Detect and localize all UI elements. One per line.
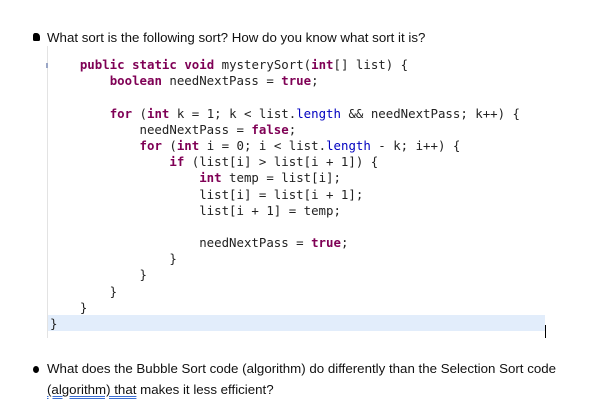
code-text	[50, 154, 169, 169]
fold-marker-icon	[46, 63, 48, 68]
code-text: }	[50, 283, 118, 299]
code-field: length	[326, 137, 371, 153]
code-keyword: int	[199, 170, 222, 186]
code-text: i = 0; i < list.	[199, 137, 327, 153]
code-keyword: static	[132, 57, 177, 72]
code-keyword: public	[79, 57, 125, 72]
code-line: ​	[50, 89, 520, 105]
code-line: }	[50, 316, 520, 332]
code-keyword: int	[176, 137, 200, 153]
text-cursor	[545, 325, 546, 338]
bullet-icon	[33, 33, 40, 41]
code-text: (	[132, 105, 147, 121]
code-text: list[i + 1] = temp;	[50, 202, 341, 218]
code-text: k = 1; k < list.	[169, 105, 297, 121]
code-text	[50, 73, 110, 88]
code-line: for (int i = 0; i < list.length - k; i++…	[50, 138, 520, 154]
code-keyword: if	[169, 154, 185, 170]
code-line: }	[50, 300, 520, 316]
code-line: }	[50, 284, 520, 300]
code-text: mysterySort(	[214, 57, 312, 72]
code-line: ​	[50, 219, 520, 235]
question-2-text-line2: makes it less efficient?	[136, 382, 274, 397]
question-1: What sort is the following sort? How do …	[47, 27, 425, 48]
code-line: list[i] = list[i + 1];	[50, 187, 520, 203]
code-block: public static void mysterySort(int[] lis…	[50, 57, 520, 332]
code-line: needNextPass = true;	[50, 235, 520, 251]
code-line: list[i + 1] = temp;	[50, 203, 520, 219]
current-line-highlight	[48, 315, 545, 331]
code-text: ;	[311, 73, 319, 89]
code-text: (	[161, 137, 177, 153]
code-line: boolean needNextPass = true;	[50, 73, 520, 89]
code-line: for (int k = 1; k < list.length && needN…	[50, 106, 520, 122]
code-line: if (list[i] > list[i + 1]) {	[50, 154, 520, 170]
code-keyword: true	[281, 73, 312, 89]
code-keyword: void	[184, 57, 215, 72]
code-text: ;	[288, 121, 297, 137]
code-text: [] list) {	[333, 57, 409, 72]
grammar-flagged-text[interactable]: (algorithm) that	[47, 382, 137, 397]
code-text: }	[50, 316, 58, 331]
code-keyword: for	[109, 105, 133, 121]
code-text: (list[i] > list[i + 1]) {	[184, 154, 379, 170]
question-2: What does the Bubble Sort code (algorith…	[47, 358, 587, 400]
code-line: public static void mysterySort(int[] lis…	[50, 57, 520, 73]
code-keyword: int	[147, 105, 170, 121]
code-keyword: true	[311, 235, 341, 251]
code-keyword: false	[251, 121, 289, 137]
code-text: && needNextPass; k++) {	[340, 105, 521, 121]
code-line: }	[50, 251, 520, 267]
code-keyword: int	[311, 57, 334, 72]
code-text	[50, 57, 80, 72]
code-text	[50, 170, 199, 185]
code-text	[125, 57, 132, 72]
code-text: }	[50, 267, 147, 283]
bullet-icon	[33, 366, 39, 373]
question-1-text: What sort is the following sort? How do …	[47, 30, 426, 45]
code-text: - k; i++) {	[370, 137, 461, 153]
code-text: ;	[340, 235, 349, 251]
code-text: needNextPass =	[161, 73, 282, 89]
code-text: list[i] = list[i + 1];	[50, 186, 364, 202]
code-line: }	[50, 267, 520, 283]
code-editor-gutter-line	[47, 46, 48, 338]
code-text	[50, 138, 140, 153]
code-keyword: boolean	[109, 73, 162, 89]
code-field: length	[296, 105, 341, 121]
code-text: temp = list[i];	[221, 170, 341, 186]
question-2-text-line1: What does the Bubble Sort code (algorith…	[47, 361, 557, 376]
code-keyword: for	[139, 137, 162, 153]
code-text: needNextPass =	[50, 121, 252, 137]
code-line: int temp = list[i];	[50, 170, 520, 186]
code-text	[50, 106, 110, 121]
code-text: }	[50, 299, 88, 315]
code-text: }	[50, 251, 177, 267]
code-line: needNextPass = false;	[50, 122, 520, 138]
code-text: needNextPass =	[50, 235, 312, 251]
